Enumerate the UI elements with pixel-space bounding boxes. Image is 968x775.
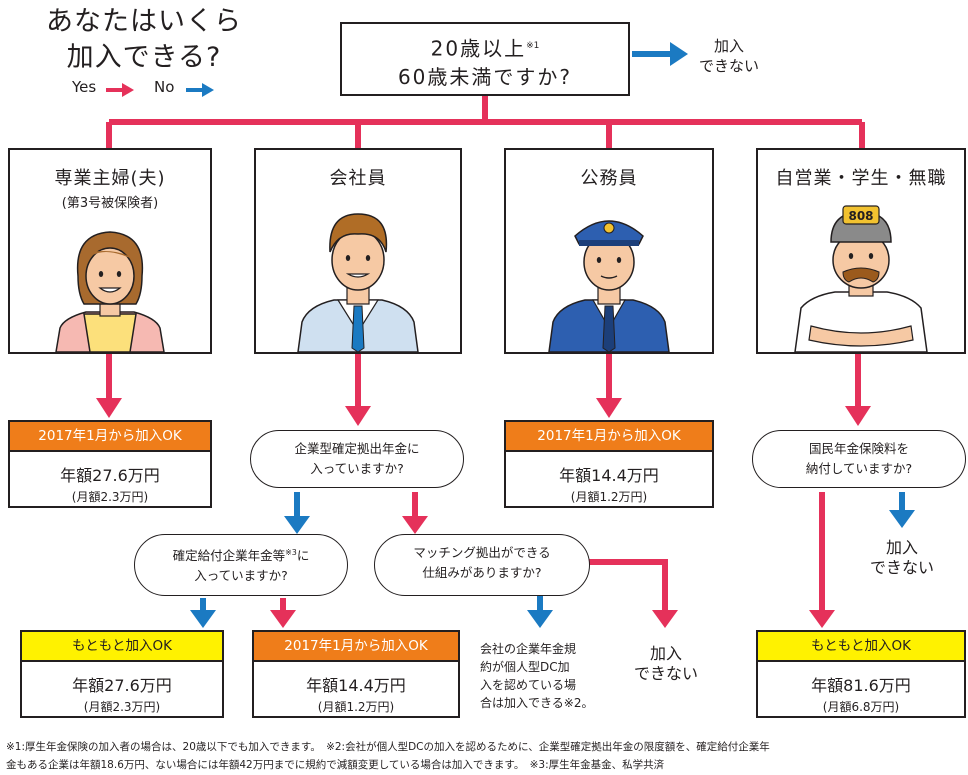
matching-line2: 仕組みがありますか? — [422, 565, 542, 580]
result-monthly: (月額1.2万円) — [570, 490, 648, 504]
age-question-box: 20歳以上※1 60歳未満ですか? — [340, 22, 630, 96]
self-employed-illustration: 808 — [794, 205, 928, 352]
top-cannot-join: 加入 できない — [694, 36, 764, 76]
db-question: 確定給付企業年金等※3に 入っていますか? — [134, 534, 348, 596]
result-header: 2017年1月から加入OK — [254, 632, 458, 662]
category-subtitle: (第3号被保険者) — [61, 196, 159, 211]
category-title: 専業主婦(夫) — [54, 168, 166, 189]
result-annual: 年額14.4万円 — [306, 676, 406, 695]
age-question-line1: 20歳以上 — [430, 36, 527, 61]
footnote-line: ※1:厚生年金保険の加入者の場合は、20歳以下でも加入できます。 ※2:会社が個… — [6, 741, 770, 753]
note-mark-3: ※3 — [285, 548, 297, 557]
matching-yes-line: 合は加入できる※2。 — [480, 696, 594, 710]
age-question-line2: 60歳未満ですか? — [397, 64, 573, 89]
footnotes: ※1:厚生年金保険の加入者の場合は、20歳以下でも加入できます。 ※2:会社が個… — [6, 738, 964, 774]
pension-fee-question: 国民年金保険料を 納付していますか? — [752, 430, 966, 488]
top-cannot-line1: 加入 — [713, 37, 744, 55]
civil-servant-illustration — [548, 220, 670, 352]
corporate-dc-line2: 入っていますか? — [310, 461, 404, 476]
note-mark-1: ※1 — [526, 41, 540, 51]
pension-cannot-line1: 加入 — [885, 538, 918, 557]
result-annual: 年額14.4万円 — [559, 466, 659, 485]
category-housewife: 専業主婦(夫) (第3号被保険者) — [8, 148, 212, 354]
result-annual: 年額27.6万円 — [72, 676, 172, 695]
result-db-yes: もともと加入OK 年額27.6万円 (月額2.3万円) — [20, 630, 224, 718]
result-annual: 年額81.6万円 — [811, 676, 911, 695]
category-title: 公務員 — [580, 168, 638, 189]
matching-yes-text: 会社の企業年金規 約が個人型DC加 入を認めている場 合は加入できる※2。 — [480, 640, 610, 712]
office-worker-illustration — [297, 213, 419, 352]
matching-question: マッチング拠出ができる 仕組みがありますか? — [374, 534, 590, 596]
result-monthly: (月額1.2万円) — [317, 700, 395, 714]
page-title: あなたはいくら 加入できる? — [14, 4, 274, 76]
matching-cannot-join: 加入 できない — [624, 644, 708, 684]
result-housewife: 2017年1月から加入OK 年額27.6万円 (月額2.3万円) — [8, 420, 212, 508]
result-header: 2017年1月から加入OK — [10, 422, 210, 452]
page-title-line1: あなたはいくら — [46, 6, 242, 37]
result-monthly: (月額6.8万円) — [822, 700, 900, 714]
svg-text:808: 808 — [848, 209, 873, 223]
page-title-line2: 加入できる? — [66, 42, 222, 73]
category-title: 会社員 — [329, 168, 387, 189]
pension-cannot-line2: できない — [869, 558, 934, 577]
result-monthly: (月額2.3万円) — [83, 700, 161, 714]
corporate-dc-question: 企業型確定拠出年金に 入っていますか? — [250, 430, 464, 488]
category-self-employed: 自営業・学生・無職 808 — [756, 148, 966, 354]
result-header: もともと加入OK — [22, 632, 222, 662]
result-civil-servant: 2017年1月から加入OK 年額14.4万円 (月額1.2万円) — [504, 420, 714, 508]
footnote-line: 金もある企業は年額18.6万円、ない場合には年額42万円までに規約で減額変更して… — [6, 759, 665, 771]
result-header: もともと加入OK — [758, 632, 964, 662]
result-self-employed: もともと加入OK 年額81.6万円 (月額6.8万円) — [756, 630, 966, 718]
top-cannot-line2: できない — [698, 57, 759, 75]
category-title: 自営業・学生・無職 — [775, 168, 947, 189]
category-office-worker: 会社員 — [254, 148, 462, 354]
pension-fee-line2: 納付していますか? — [805, 461, 913, 476]
matching-cannot-line2: できない — [633, 664, 698, 683]
db-line2: 入っていますか? — [194, 568, 288, 584]
matching-cannot-line1: 加入 — [649, 644, 682, 663]
db-line1: 確定給付企業年金等 — [172, 548, 286, 564]
matching-line1: マッチング拠出ができる — [413, 545, 551, 560]
legend-no: No — [154, 78, 175, 96]
matching-yes-line: 約が個人型DC加 — [480, 660, 570, 674]
legend-yes: Yes — [72, 78, 97, 96]
category-civil-servant: 公務員 — [504, 148, 714, 354]
result-header: 2017年1月から加入OK — [506, 422, 712, 452]
housewife-illustration — [55, 231, 165, 352]
result-annual: 年額27.6万円 — [60, 466, 160, 485]
pension-fee-line1: 国民年金保険料を — [808, 441, 909, 456]
corporate-dc-line1: 企業型確定拠出年金に — [294, 441, 420, 456]
db-line1-end: に — [296, 548, 310, 564]
matching-yes-line: 会社の企業年金規 — [480, 642, 577, 656]
matching-yes-line: 入を認めている場 — [480, 678, 577, 692]
result-db-no: 2017年1月から加入OK 年額14.4万円 (月額1.2万円) — [252, 630, 460, 718]
pension-cannot-join: 加入 できない — [862, 538, 942, 578]
result-monthly: (月額2.3万円) — [71, 490, 149, 504]
